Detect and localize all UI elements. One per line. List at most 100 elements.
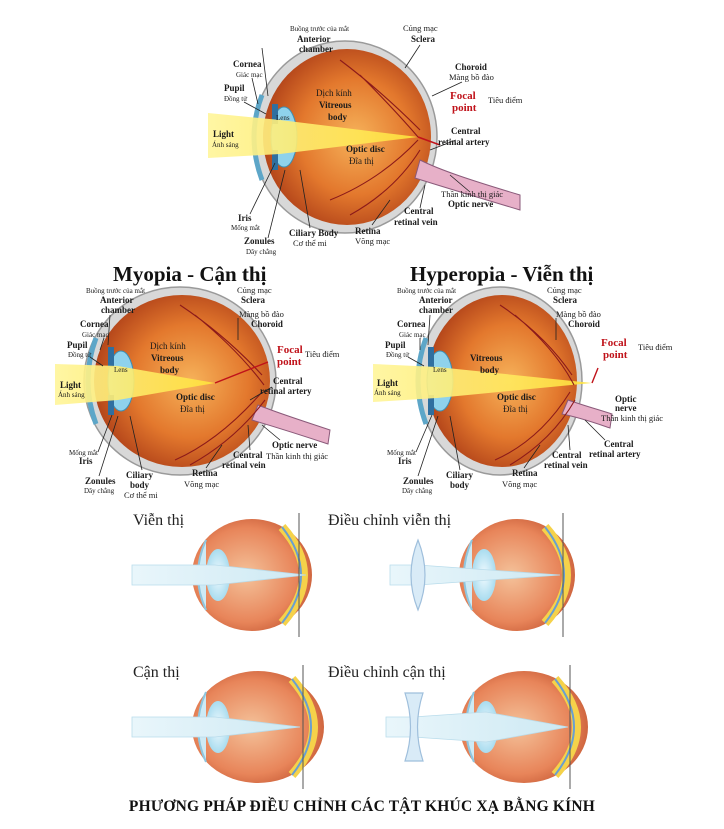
myopia-pupil-en: Pupil (67, 340, 88, 350)
myopia-optic-nerve (251, 404, 331, 445)
myopia-sclera-vi: Củng mạc (237, 285, 272, 295)
myopia-leader-lines (89, 314, 281, 477)
top-vitreous-en-2: body (328, 112, 348, 122)
top-optic-nerve-vi: Thần kinh thị giác (441, 189, 503, 199)
myopia-corrected-beam (385, 711, 569, 743)
top-anterior-en-1: Anterior (297, 34, 331, 44)
hyperopia-anterior-en-1: Anterior (419, 295, 453, 305)
hyperopia-retina-en: Retina (512, 468, 538, 478)
myopia-zonules-vi: Dây chằng (84, 487, 115, 495)
myopia-anterior-en-2: chamber (101, 305, 135, 315)
hyperopia-vessels (494, 304, 576, 466)
hyperopia-zonules-vi: Dây chằng (402, 487, 433, 495)
myopia-cornea-en: Cornea (80, 319, 109, 329)
hyperopia-optic-disc-en: Optic disc (497, 392, 536, 402)
top-ciliary-vi: Cơ thể mi (293, 238, 327, 248)
hyperopia-vein-1: Central (552, 450, 582, 460)
top-artery-1: Central (451, 126, 481, 136)
myopia-ciliary-2: body (130, 480, 150, 490)
top-anterior-vi: Buồng trước của mắt (290, 25, 349, 33)
myopia-cornea-vi: Giác mạc (82, 331, 109, 339)
hyperopia-corrected-sclera-edge (544, 526, 565, 624)
myopia-panel-sclera-edge (291, 678, 312, 776)
hyperopia-artery-2: retinal artery (589, 449, 641, 459)
hyperopia-eye-diagram (373, 286, 613, 476)
top-eye-diagram (208, 40, 521, 234)
hyperopia-artery-1: Central (604, 439, 634, 449)
myopia-vitreous-en-2: body (160, 365, 180, 375)
hyperopia-iris-lower (428, 395, 434, 415)
myopia-iris-vi: Mống mắt (69, 449, 98, 457)
hyperopia-leader-lines (407, 314, 606, 477)
hyperopia-retina-vi: Võng mạc (502, 479, 537, 489)
top-zonules-en: Zonules (244, 236, 275, 246)
myopia-light-vi: Ánh sáng (58, 391, 85, 399)
myopia-panel-beam (131, 716, 301, 738)
convex-lens (410, 538, 426, 612)
myopia-choroid-en: Choroid (251, 319, 283, 329)
focal-pointer (417, 136, 441, 146)
iris-lower (272, 150, 278, 170)
myopia-anterior-en-1: Anterior (100, 295, 134, 305)
myopia-iris-upper (108, 347, 114, 367)
retinal-vessels (329, 59, 421, 216)
hyperopia-optic-nerve-1: Optic (615, 394, 637, 404)
top-choroid-vi: Màng bồ đào (449, 72, 494, 82)
myopia-iris-en: Iris (79, 456, 93, 466)
hyperopia-iris-upper (428, 347, 434, 367)
hyperopia-iris-vi: Mống mắt (387, 449, 416, 457)
hyperopia-pupil-en: Pupil (385, 340, 406, 350)
hyperopia-anterior-en-2: chamber (419, 305, 453, 315)
hyperopia-lens-label: Lens (433, 366, 447, 374)
top-leader-lines (243, 44, 471, 239)
top-light-vi: Ánh sáng (212, 141, 239, 149)
hyperopia-panel-beam (131, 564, 307, 586)
hyperopia-ciliary-1: Ciliary (446, 470, 473, 480)
myopia-vessels (174, 304, 266, 466)
hyperopia-title: Hyperopia - Viễn thị (410, 262, 594, 286)
hyperopia-light-vi: Ánh sáng (374, 389, 401, 397)
myopia-retina-vi: Võng mạc (184, 479, 219, 489)
myopia-retina-en: Retina (192, 468, 218, 478)
hyperopia-optic-nerve-2: nerve (615, 403, 637, 413)
optic-nerve-shape (414, 159, 521, 211)
myopia-corrected-section-label: Điều chỉnh cận thị (328, 664, 446, 681)
hyperopia-vein-2: retinal vein (544, 460, 588, 470)
hyperopia-choroid-en: Choroid (568, 319, 600, 329)
hyperopia-focal-1: Focal (601, 337, 627, 349)
hyperopia-sclera-en: Sclera (553, 295, 577, 305)
myopia-focal-pointer (214, 361, 269, 384)
hyperopia-corrected-section-label: Điều chỉnh viễn thị (328, 512, 452, 529)
hyperopia-optic-disc-vi: Đĩa thị (503, 404, 528, 414)
myopia-light-en: Light (60, 380, 81, 390)
top-cornea-vi: Giác mạc (236, 71, 263, 79)
myopia-light-beam (55, 364, 215, 405)
myopia-anterior-vi: Buồng trước của mắt (86, 287, 145, 295)
light-beam (208, 113, 418, 158)
top-artery-2: retinal artery (438, 137, 490, 147)
top-focal-vi: Tiêu điểm (488, 95, 523, 105)
myopia-eye-diagram (55, 286, 331, 476)
iris-upper (272, 104, 278, 124)
myopia-vein-1: Central (233, 450, 263, 460)
myopia-section-label: Cận thị (133, 664, 180, 681)
myopia-pupil-vi: Đồng tử (68, 351, 91, 359)
top-lens-label: Lens (276, 114, 290, 122)
myopia-uncorrected-panel (131, 665, 324, 789)
hyperopia-light-en: Light (377, 378, 398, 388)
top-vitreous-vi: Dịch kính (316, 88, 352, 98)
hyperopia-anterior-vi: Buồng trước của mắt (397, 287, 456, 295)
top-retina-vi: Võng mạc (355, 236, 390, 246)
myopia-sclera-en: Sclera (241, 295, 265, 305)
top-vein-2: retinal vein (394, 217, 438, 227)
myopia-optic-disc-en: Optic disc (176, 392, 215, 402)
myopia-vitreous-en-1: Vitreous (151, 353, 184, 363)
hyperopia-focal-2: point (603, 349, 628, 361)
hyperopia-cornea-en: Cornea (397, 319, 426, 329)
myopia-ciliary-vi: Cơ thể mi (124, 490, 158, 500)
myopia-focal-2: point (277, 356, 302, 368)
myopia-iris-lower (108, 395, 114, 415)
concave-lens (404, 692, 424, 762)
top-light-en: Light (213, 129, 234, 139)
myopia-title: Myopia - Cận thị (113, 262, 267, 286)
